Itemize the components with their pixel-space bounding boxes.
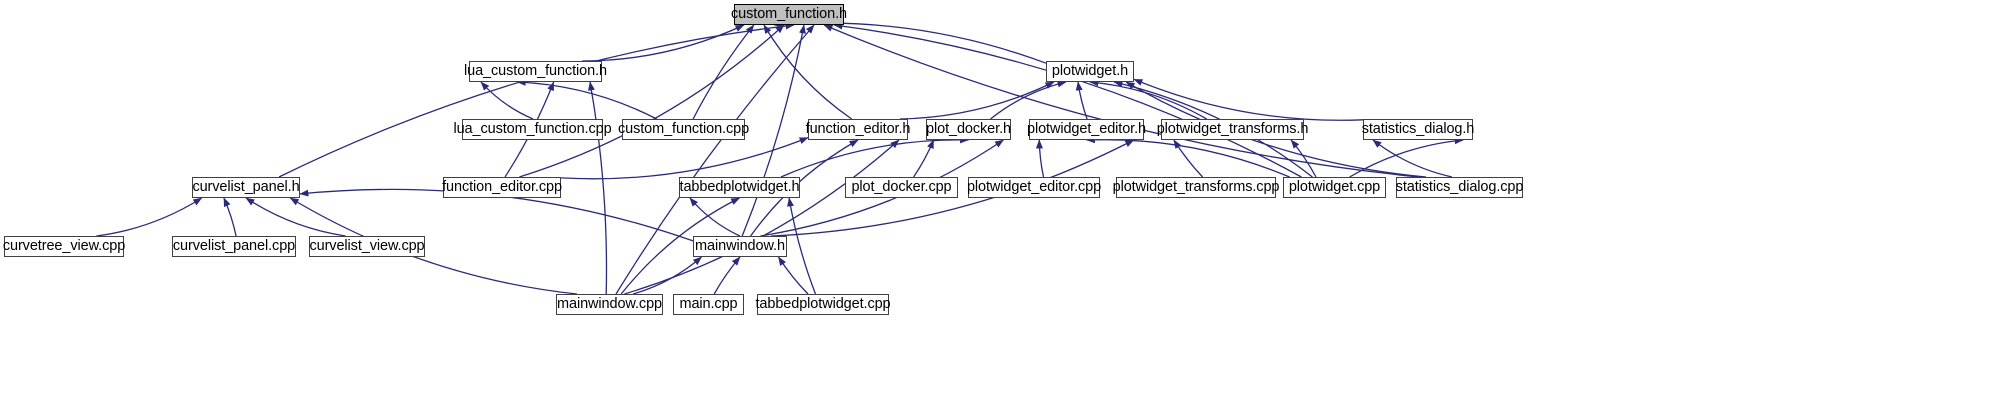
graph-node-label: lua_custom_function.h <box>464 63 607 80</box>
graph-edge <box>899 81 1055 120</box>
graph-node-label: custom_function.cpp <box>617 121 750 138</box>
graph-edge <box>990 80 1067 120</box>
graph-node-main-cpp[interactable]: main.cpp <box>673 294 744 315</box>
graph-node-plotwidget-h[interactable]: plotwidget.h <box>1046 61 1134 82</box>
graph-node-statistics-dialog-cpp[interactable]: statistics_dialog.cpp <box>1396 177 1523 198</box>
graph-edge <box>1125 81 1427 178</box>
graph-node-mainwindow-h[interactable]: mainwindow.h <box>693 236 787 257</box>
graph-node-tabbedplotwidget-cpp[interactable]: tabbedplotwidget.cpp <box>755 294 891 315</box>
graph-edge <box>780 136 970 178</box>
graph-edge <box>1035 139 1045 178</box>
graph-edge <box>624 139 900 295</box>
graph-edge <box>1075 81 1088 120</box>
graph-edge <box>632 256 702 295</box>
graph-edge <box>760 139 1004 237</box>
graph-node-function-editor-h[interactable]: function_editor.h <box>805 119 911 140</box>
graph-node-plotwidget-editor-cpp[interactable]: plotwidget_editor.cpp <box>966 177 1102 198</box>
graph-node-label: tabbedplotwidget.cpp <box>755 296 891 313</box>
graph-edge <box>771 139 1135 237</box>
graph-node-curvetree-view-cpp[interactable]: curvetree_view.cpp <box>2 236 126 257</box>
graph-edge <box>516 78 657 120</box>
graph-edge <box>1372 139 1453 178</box>
graph-node-plotwidget-editor-h[interactable]: plotwidget_editor.h <box>1026 119 1147 140</box>
graph-node-label: plotwidget_editor.cpp <box>966 179 1102 196</box>
graph-edge <box>1113 80 1313 178</box>
graph-edge <box>763 24 853 120</box>
graph-edge <box>1290 139 1317 178</box>
graph-edge <box>245 197 346 237</box>
graph-edge <box>582 24 745 62</box>
graph-edge <box>96 197 203 237</box>
graph-edge <box>1173 139 1204 178</box>
graph-edge <box>278 22 795 178</box>
graph-node-label: custom_function.h <box>731 6 847 23</box>
graph-node-label: mainwindow.cpp <box>557 296 662 313</box>
graph-node-label: plotwidget.h <box>1051 63 1129 80</box>
graph-edge <box>588 81 608 295</box>
graph-node-statistics-dialog-h[interactable]: statistics_dialog.h <box>1361 119 1475 140</box>
graph-edge <box>741 24 806 237</box>
graph-edge <box>833 22 1302 178</box>
graph-node-label: plotwidget_transforms.cpp <box>1112 179 1280 196</box>
graph-node-label: statistics_dialog.cpp <box>1395 179 1524 196</box>
graph-node-curvelist-panel-h[interactable]: curvelist_panel.h <box>192 177 300 198</box>
graph-node-label: plotwidget_editor.h <box>1026 121 1147 138</box>
graph-edge <box>787 197 817 295</box>
graph-edge <box>1089 79 1208 120</box>
graph-node-curvelist-view-cpp[interactable]: curvelist_view.cpp <box>309 236 425 257</box>
graph-edge <box>615 24 815 295</box>
graph-edge <box>223 197 237 237</box>
graph-edge <box>692 24 755 120</box>
graph-node-label: curvelist_panel.h <box>192 179 300 196</box>
graph-edge <box>519 24 785 178</box>
graph-node-label: function_editor.h <box>805 121 911 138</box>
graph-edge <box>1349 137 1464 178</box>
graph-edge <box>777 256 809 295</box>
graph-node-plot-docker-cpp[interactable]: plot_docker.cpp <box>845 177 958 198</box>
graph-edge <box>713 256 741 295</box>
graph-edge <box>823 24 1419 178</box>
graph-node-label: plotwidget_transforms.h <box>1156 121 1309 138</box>
graph-node-label: mainwindow.h <box>695 238 785 255</box>
graph-node-label: curvelist_panel.cpp <box>172 238 296 255</box>
graph-node-plot-docker-h[interactable]: plot_docker.h <box>926 119 1011 140</box>
graph-node-label: plot_docker.cpp <box>851 179 952 196</box>
graph-node-lua-custom-function-cpp[interactable]: lua_custom_function.cpp <box>453 119 612 140</box>
graph-edge <box>913 139 935 178</box>
graph-edge <box>289 197 577 295</box>
graph-node-plotwidget-transforms-cpp[interactable]: plotwidget_transforms.cpp <box>1113 177 1279 198</box>
graph-node-custom-function-cpp[interactable]: custom_function.cpp <box>618 119 749 140</box>
graph-node-label: tabbedplotwidget.h <box>679 179 800 196</box>
graph-node-tabbedplotwidget-h[interactable]: tabbedplotwidget.h <box>679 177 800 198</box>
graph-node-label: function_editor.cpp <box>442 179 562 196</box>
graph-node-lua-custom-function-h[interactable]: lua_custom_function.h <box>464 61 607 82</box>
graph-node-custom-function-h[interactable]: custom_function.h <box>731 4 847 25</box>
graph-edge <box>480 81 534 120</box>
graph-node-label: plotwidget.cpp <box>1288 179 1381 196</box>
graph-edge <box>560 136 809 180</box>
graph-node-function-editor-cpp[interactable]: function_editor.cpp <box>442 177 562 198</box>
graph-edge <box>1085 136 1290 178</box>
graph-node-label: plot_docker.h <box>926 121 1011 138</box>
graph-edge <box>773 20 1047 64</box>
graph-node-label: curvelist_view.cpp <box>309 238 425 255</box>
graph-node-mainwindow-cpp[interactable]: mainwindow.cpp <box>556 294 663 315</box>
graph-node-label: lua_custom_function.cpp <box>453 121 612 138</box>
graph-node-plotwidget-cpp[interactable]: plotwidget.cpp <box>1283 177 1386 198</box>
graph-node-curvelist-panel-cpp[interactable]: curvelist_panel.cpp <box>172 236 296 257</box>
graph-node-label: main.cpp <box>679 296 738 313</box>
graph-node-plotwidget-transforms-h[interactable]: plotwidget_transforms.h <box>1157 119 1308 140</box>
graph-edge <box>620 197 741 295</box>
graph-edge <box>1133 78 1364 121</box>
graph-node-label: curvetree_view.cpp <box>2 238 126 255</box>
graph-node-label: statistics_dialog.h <box>1361 121 1475 138</box>
graph-edge <box>689 197 741 237</box>
